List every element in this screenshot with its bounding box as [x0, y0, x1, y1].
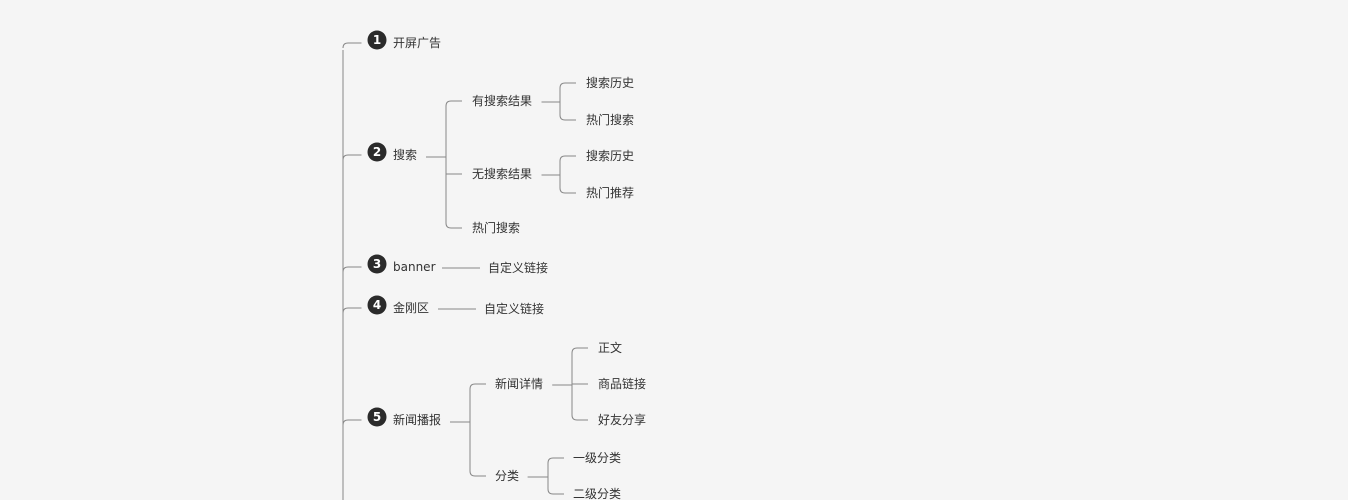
branch-2-child-1-branch-line-1 — [559, 187, 576, 194]
branch-5-child-0-label[interactable]: 新闻详情 — [495, 376, 543, 391]
branch-2-child-0-grandchild-1-label[interactable]: 热门搜索 — [586, 112, 634, 127]
branch-3-number-badge — [367, 254, 387, 274]
branch-5-root-link — [342, 419, 362, 426]
branch-5-child-1-grandchild-0-label[interactable]: 一级分类 — [573, 451, 621, 465]
branch-3-child-0-label[interactable]: 自定义链接 — [488, 260, 548, 275]
branch-5-child-0-grandchild-1-label[interactable]: 商品链接 — [598, 376, 646, 391]
branch-4-child-0-label[interactable]: 自定义链接 — [484, 301, 544, 316]
branch-2-child-1-branch-line-0 — [559, 155, 576, 162]
branch-5-branch-line-0 — [469, 383, 486, 390]
branch-4-label[interactable]: 金刚区 — [393, 300, 429, 315]
branch-5-branch-line-1 — [469, 470, 486, 477]
branch-2-child-0-label[interactable]: 有搜索结果 — [472, 93, 532, 108]
branch-1-number-badge — [367, 30, 387, 50]
branch-2-child-0-grandchild-0-label[interactable]: 搜索历史 — [586, 75, 634, 90]
branch-5-number: 5 — [373, 410, 381, 424]
branch-5-child-1-label[interactable]: 分类 — [495, 469, 519, 483]
branch-4-number-badge — [367, 295, 387, 315]
branch-5-child-1-branch-line-0 — [547, 457, 564, 464]
branch-5-child-0-branch-line-0 — [571, 347, 588, 354]
branch-2-child-1-grandchild-1-label[interactable]: 热门推荐 — [586, 185, 634, 200]
branch-5-number-badge — [367, 407, 387, 427]
branch-4-root-link — [342, 307, 362, 314]
branch-3-number: 3 — [373, 257, 381, 271]
branch-2-child-1-grandchild-0-label[interactable]: 搜索历史 — [586, 148, 634, 163]
branch-5-child-0-grandchild-0-label[interactable]: 正文 — [598, 340, 622, 355]
branch-2-child-0-branch-line-1 — [559, 114, 576, 121]
branch-2-child-2-label[interactable]: 热门搜索 — [472, 220, 520, 235]
branch-5-label[interactable]: 新闻播报 — [393, 412, 441, 427]
branch-4-number: 4 — [373, 298, 381, 312]
branch-2-branch-line-2 — [445, 222, 462, 229]
branch-2-number: 2 — [373, 145, 381, 159]
branch-3-root-link — [342, 266, 362, 273]
connector-layer — [342, 42, 588, 500]
branch-2-branch-line-0 — [445, 100, 462, 107]
branch-5-child-0-branch-line-2 — [571, 414, 588, 421]
branch-2-root-link — [342, 154, 362, 161]
branch-1-root-link — [342, 42, 362, 49]
branch-1-number: 1 — [373, 33, 381, 47]
branch-5-child-1-branch-line-1 — [547, 488, 564, 495]
branch-1-label[interactable]: 开屏广告 — [393, 36, 441, 50]
branch-2-label[interactable]: 搜索 — [393, 147, 417, 162]
branch-2-child-1-label[interactable]: 无搜索结果 — [472, 166, 532, 181]
branch-3-label[interactable]: banner — [393, 260, 436, 274]
branch-5-child-1-grandchild-1-label[interactable]: 二级分类 — [573, 487, 621, 500]
branch-2-number-badge — [367, 142, 387, 162]
branch-2-child-0-branch-line-0 — [559, 82, 576, 89]
branch-5-child-0-grandchild-2-label[interactable]: 好友分享 — [598, 412, 646, 427]
